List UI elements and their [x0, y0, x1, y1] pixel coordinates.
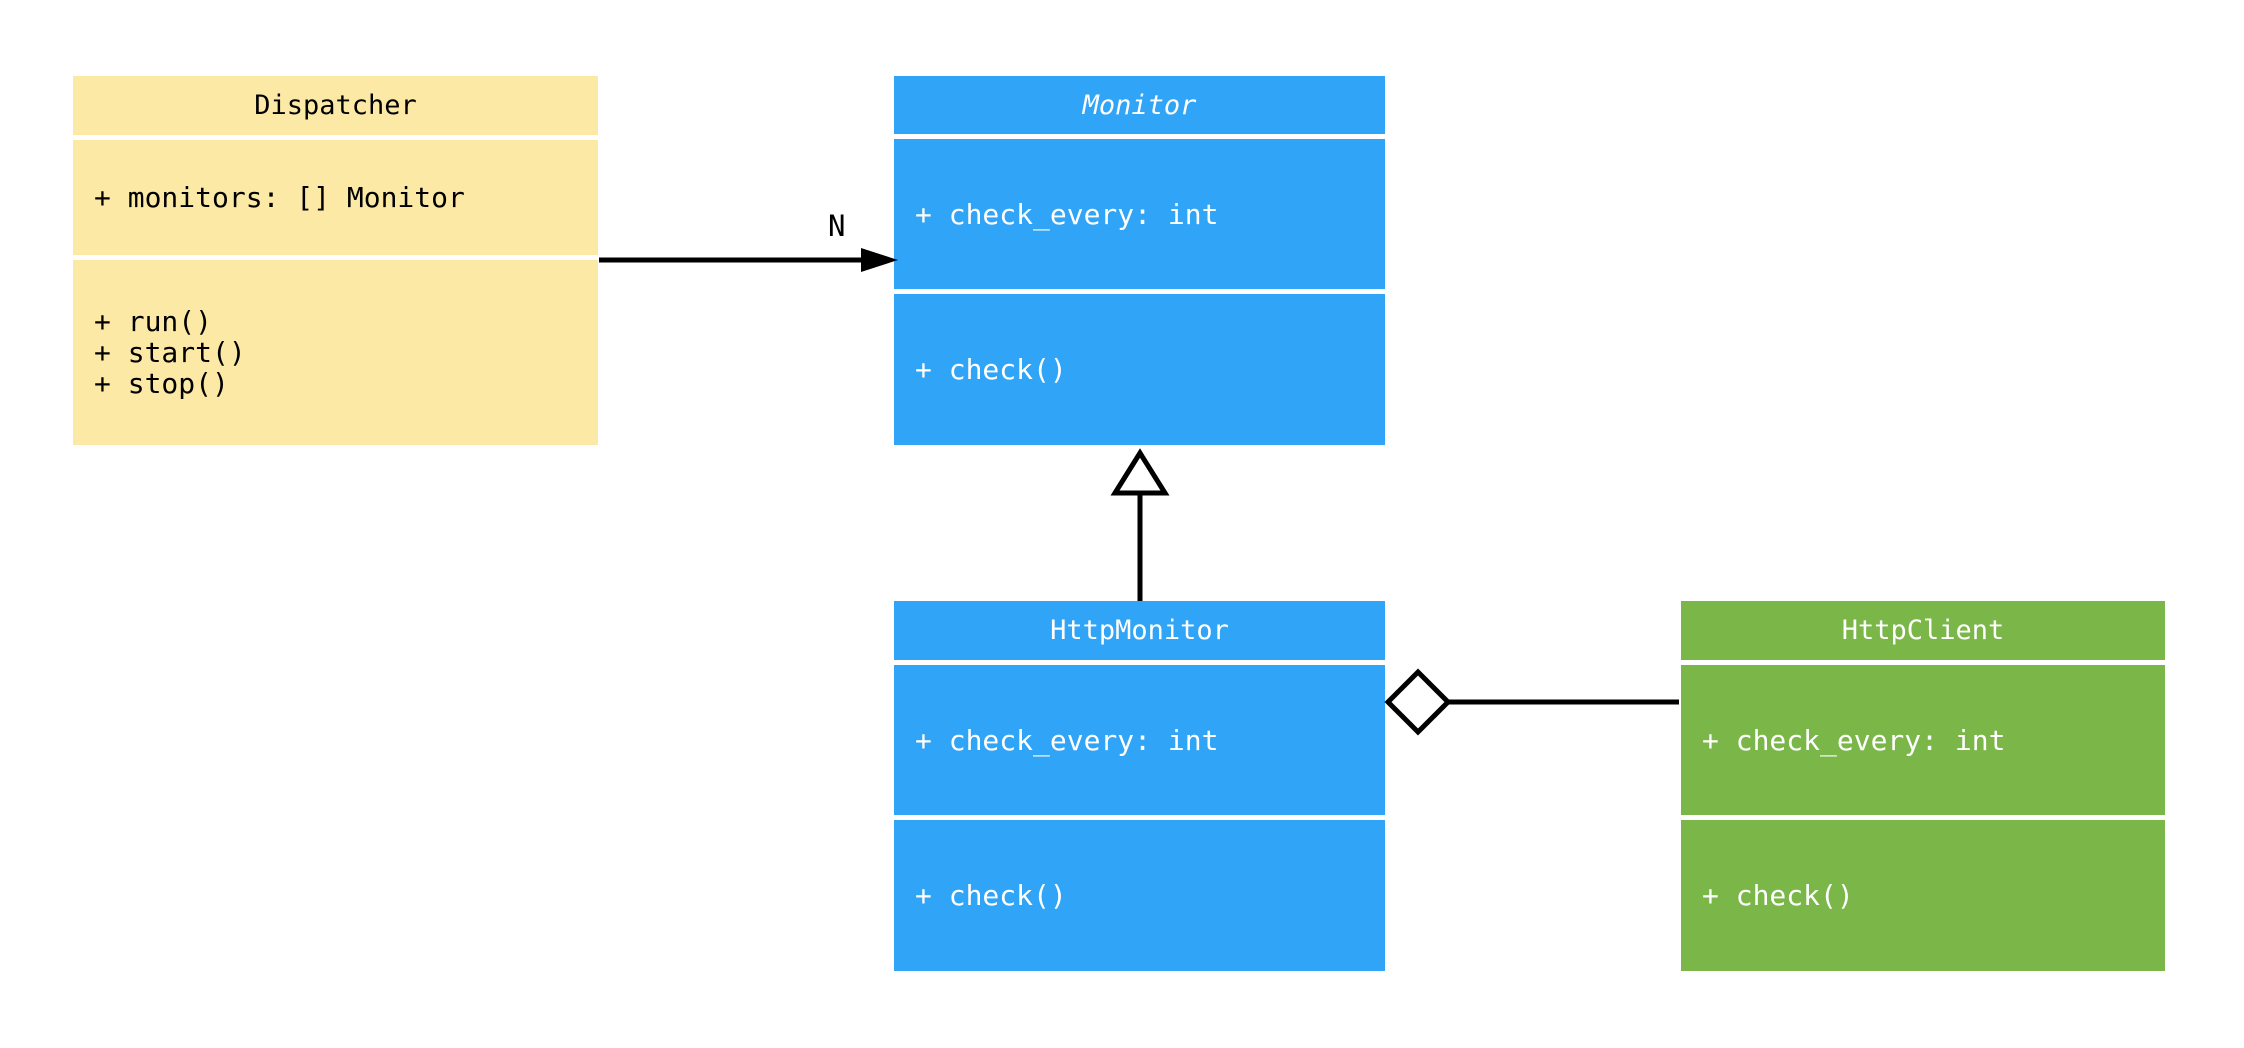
method-line: + start()	[94, 336, 246, 369]
class-http-client-title: HttpClient	[1681, 601, 2165, 660]
class-dispatcher-attributes: + monitors: [] Monitor	[73, 140, 598, 255]
method-line: + stop()	[94, 367, 229, 400]
class-monitor: Monitor + check_every: int + check()	[894, 76, 1385, 445]
class-dispatcher-methods: + run() + start() + stop()	[73, 260, 598, 445]
class-http-client: HttpClient + check_every: int + check()	[1681, 601, 2165, 971]
class-dispatcher-title: Dispatcher	[73, 76, 598, 135]
class-http-client-attributes: + check_every: int	[1681, 665, 2165, 815]
class-http-client-methods: + check()	[1681, 820, 2165, 971]
class-dispatcher: Dispatcher + monitors: [] Monitor + run(…	[73, 76, 598, 445]
class-http-monitor-attributes: + check_every: int	[894, 665, 1385, 815]
association-multiplicity-label: N	[828, 209, 846, 243]
class-monitor-methods: + check()	[894, 294, 1385, 445]
class-http-monitor-methods: + check()	[894, 820, 1385, 971]
attribute-line: + check_every: int	[915, 723, 1219, 757]
class-http-monitor-title: HttpMonitor	[894, 601, 1385, 660]
aggregation-diamond-icon	[1384, 668, 1452, 736]
class-http-monitor: HttpMonitor + check_every: int + check()	[894, 601, 1385, 971]
attribute-line: + monitors: [] Monitor	[94, 181, 465, 214]
method-line: + run()	[94, 305, 213, 338]
method-line: + check()	[1702, 879, 1854, 912]
class-monitor-title: Monitor	[894, 76, 1385, 134]
method-line: + check()	[915, 353, 1067, 386]
attribute-line: + check_every: int	[915, 197, 1219, 231]
generalization-triangle-icon	[1110, 448, 1170, 496]
class-monitor-attributes: + check_every: int	[894, 139, 1385, 289]
method-line: + check()	[915, 879, 1067, 912]
association-arrowhead-icon	[861, 248, 898, 272]
attribute-line: + check_every: int	[1702, 723, 2006, 757]
